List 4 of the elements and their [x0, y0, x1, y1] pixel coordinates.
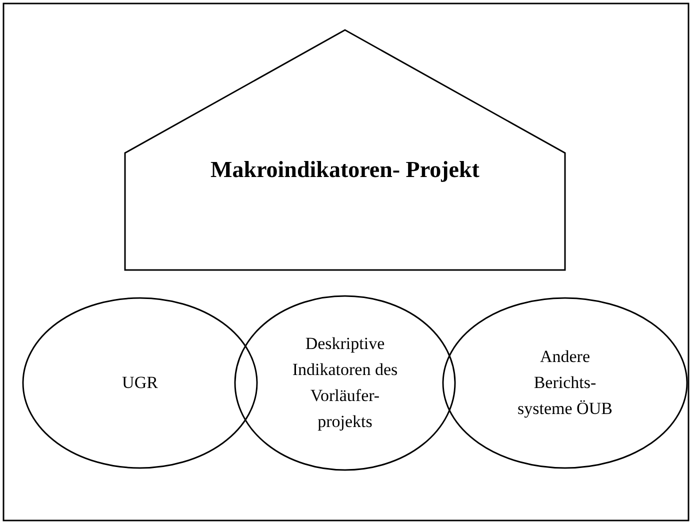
- heading-text: Makroindikatoren- Projekt: [210, 156, 480, 184]
- oval-label: UGR: [121, 372, 159, 394]
- oval-label: Deskriptive Indikatoren des Vorläufer- projekts: [291, 333, 399, 433]
- oval-label: Andere Berichts- systeme ÖUB: [516, 346, 614, 420]
